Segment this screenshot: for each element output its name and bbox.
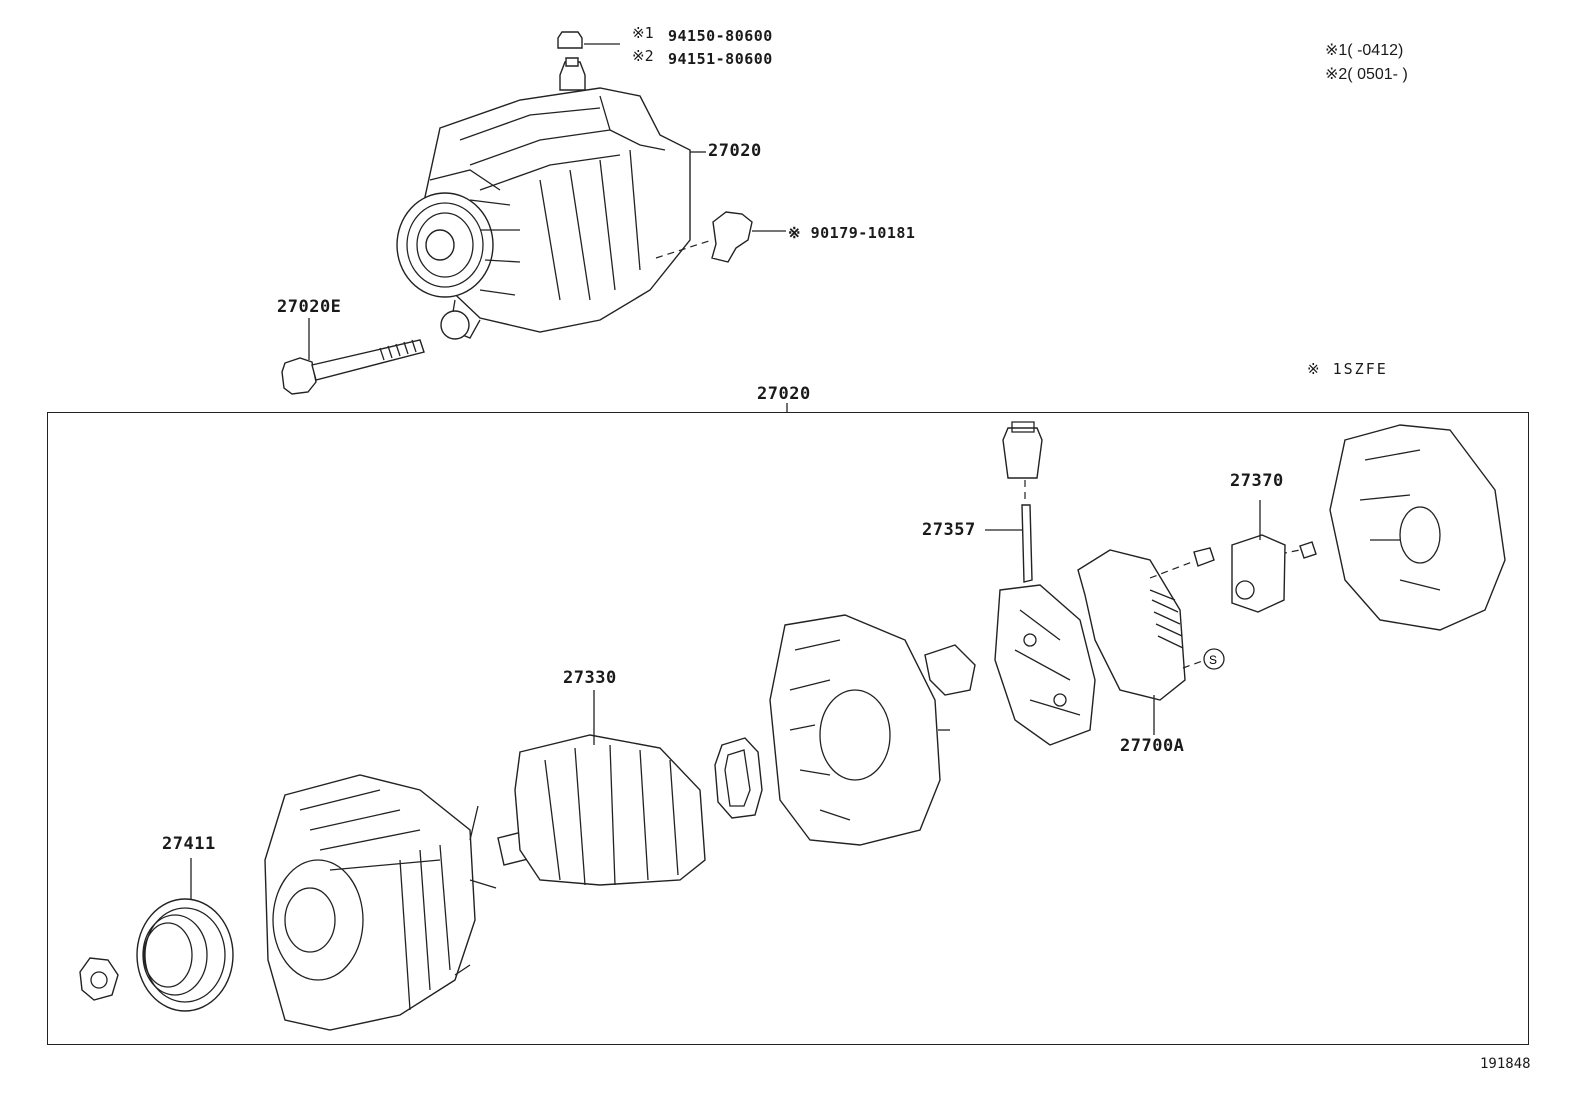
terminal-cover-drawing bbox=[1232, 500, 1285, 612]
bolt-note-1-mark: ※1 bbox=[632, 24, 654, 42]
bolt-part-number-2: 94151-80600 bbox=[668, 50, 773, 68]
rectifier-holder-drawing bbox=[995, 585, 1095, 745]
regulator-drawing: S bbox=[1078, 550, 1224, 735]
assembly-frame bbox=[47, 412, 1529, 1045]
rotor-drawing bbox=[498, 690, 705, 885]
regulator-part-number: 27700A bbox=[1120, 736, 1185, 756]
pulley-drawing bbox=[137, 858, 233, 1011]
engine-note: ※ 1SZFE bbox=[1307, 360, 1388, 378]
alternator-assembly-drawing bbox=[282, 32, 786, 394]
alternator-part-number: 27020 bbox=[708, 141, 762, 161]
rotor-part-number: 27330 bbox=[563, 668, 617, 688]
bolt-note-2-mark: ※2 bbox=[632, 47, 654, 65]
rectifier-end-frame-drawing bbox=[770, 615, 975, 845]
terminal-cover-part-number: 27370 bbox=[1230, 471, 1284, 491]
rear-end-cover-drawing bbox=[1330, 425, 1505, 630]
bolt-part-number-1: 94150-80600 bbox=[668, 27, 773, 45]
drawing-number: 191848 bbox=[1480, 1056, 1531, 1072]
pulley-nut-drawing bbox=[80, 958, 118, 1000]
pulley-part-number: 27411 bbox=[162, 834, 216, 854]
spacer-ring-drawing bbox=[715, 738, 762, 818]
regulator-screws-drawing bbox=[1194, 542, 1316, 566]
terminal-insulator-drawing bbox=[985, 422, 1042, 582]
through-bolt-part-number: 27020E bbox=[277, 297, 342, 317]
drive-end-frame-drawing bbox=[265, 775, 496, 1030]
terminal-part-number: 27357 bbox=[922, 520, 976, 540]
cover-part-number: ※ 90179-10181 bbox=[788, 224, 916, 242]
applicability-note-1: ※1( -0412) bbox=[1325, 42, 1404, 59]
assembly-part-number: 27020 bbox=[757, 384, 811, 404]
applicability-note-2: ※2( 0501- ) bbox=[1325, 66, 1408, 83]
svg-text:S: S bbox=[1209, 653, 1217, 667]
